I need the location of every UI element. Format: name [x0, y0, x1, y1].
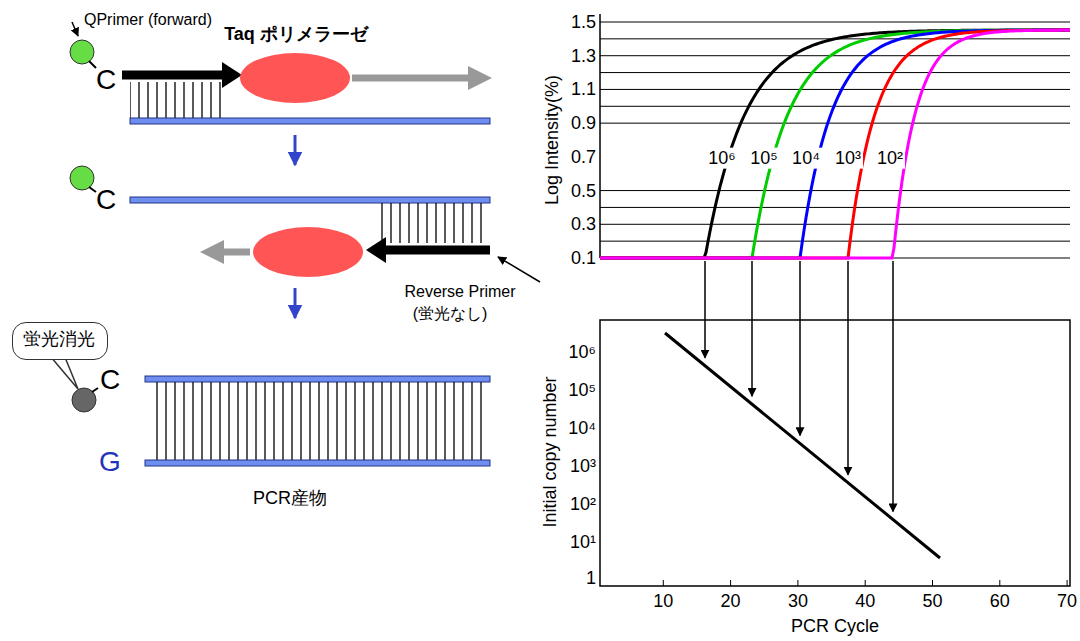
product-strand [145, 376, 490, 382]
grid-line [600, 89, 1070, 90]
base-pairs [150, 382, 488, 460]
primer-label: Reverse Primer [404, 283, 515, 301]
amplification-plot [600, 14, 1070, 258]
tick-label: 30 [788, 591, 808, 612]
curve-label: 10² [875, 148, 905, 169]
tick-label: 0.7 [571, 147, 596, 168]
base-letter: C [96, 184, 116, 216]
x-tick [999, 580, 1000, 586]
taq-polymerase [253, 227, 363, 277]
plot-frame [600, 320, 1070, 586]
tick-label: 0.5 [571, 180, 596, 201]
curve-label: 10³ [833, 148, 863, 169]
template-strand [130, 197, 490, 203]
base-pairs [130, 82, 225, 118]
curve-label: 10⁴ [790, 148, 822, 169]
base-letter: G [99, 446, 121, 478]
standard-curve [600, 261, 1070, 586]
template-strand [130, 118, 490, 124]
tick-label: 1.3 [571, 45, 596, 66]
leader-arrow [72, 22, 78, 36]
tick-label: 10⁶ [569, 342, 596, 363]
x-tick [797, 580, 798, 586]
speech-bubble: 蛍光消光 [12, 322, 108, 360]
reverse-primer [384, 246, 490, 255]
linker [89, 187, 96, 192]
grid-line [600, 190, 1070, 191]
grid-line [600, 241, 1070, 242]
tick-label: 10 [653, 591, 673, 612]
tick-label: 70 [1057, 591, 1077, 612]
tick-label: 10⁵ [569, 380, 596, 401]
extension-head [200, 240, 224, 264]
product-strand [145, 460, 490, 466]
amplification-curve [600, 30, 1070, 258]
tick-label: 1.1 [571, 79, 596, 100]
fluorophore [70, 40, 94, 64]
standard-line [665, 333, 940, 558]
taq-polymerase [240, 53, 350, 103]
tick-label: 50 [922, 591, 942, 612]
base-letter: C [100, 364, 120, 396]
bubble-text: 蛍光消光 [23, 329, 95, 351]
axis-title: Log Intensity(%) [542, 75, 563, 205]
projection-arrow [799, 261, 801, 435]
grid-line [600, 207, 1070, 208]
tick-label: 0.3 [571, 214, 596, 235]
base-letter: C [96, 64, 116, 96]
forward-primer [122, 71, 226, 80]
primer-head [366, 237, 386, 263]
tick-label: 1 [586, 568, 596, 589]
projection-arrow [847, 261, 849, 475]
y-axis [599, 14, 601, 258]
projection-arrow [704, 261, 706, 358]
leader-arrow [498, 257, 540, 282]
x-tick [865, 580, 866, 586]
extension-head [468, 66, 492, 90]
extension-arrow [222, 249, 250, 256]
extension-arrow [352, 75, 470, 82]
tick-label: 1.5 [571, 12, 596, 33]
enzyme-label: Taq ポリメラーゼ [224, 24, 368, 45]
grid-line [600, 55, 1070, 56]
amplification-curve [600, 30, 1070, 258]
tick-label: 10⁴ [568, 418, 596, 439]
axis-title: PCR Cycle [791, 616, 879, 637]
qprimer-label: QPrimer (forward) [84, 11, 212, 29]
grid-line [600, 224, 1070, 225]
tick-label: 10² [570, 494, 596, 515]
curve-label: 10⁶ [706, 148, 737, 169]
tick-label: 0.1 [571, 248, 596, 269]
tick-label: 20 [721, 591, 741, 612]
linker [92, 388, 98, 392]
grid-line [600, 72, 1070, 73]
curve-label: 10⁵ [748, 148, 779, 169]
tick-label: 60 [990, 591, 1010, 612]
x-tick [730, 580, 731, 586]
product-label: PCR産物 [253, 488, 327, 509]
fluorophore [70, 166, 94, 190]
amplification-curve [600, 30, 1070, 258]
x-tick [1067, 580, 1068, 586]
primer-note: (蛍光なし) [413, 305, 488, 323]
amplification-curve [600, 30, 1070, 258]
tick-label: 10³ [570, 456, 596, 477]
projection-arrow [892, 261, 894, 512]
tick-label: 0.9 [571, 113, 596, 134]
x-tick [663, 580, 664, 586]
linker [89, 61, 96, 68]
projection-arrow [751, 261, 753, 396]
amplification-curve [600, 30, 1070, 258]
tick-label: 10¹ [570, 532, 596, 553]
base-pairs [380, 203, 488, 243]
x-tick [932, 580, 933, 586]
step-arrow [294, 288, 297, 318]
axis-title: Initial copy number [540, 376, 561, 527]
grid-line [600, 123, 1070, 124]
step-arrow [294, 135, 297, 165]
grid-line [600, 22, 1070, 23]
tick-label: 40 [855, 591, 875, 612]
